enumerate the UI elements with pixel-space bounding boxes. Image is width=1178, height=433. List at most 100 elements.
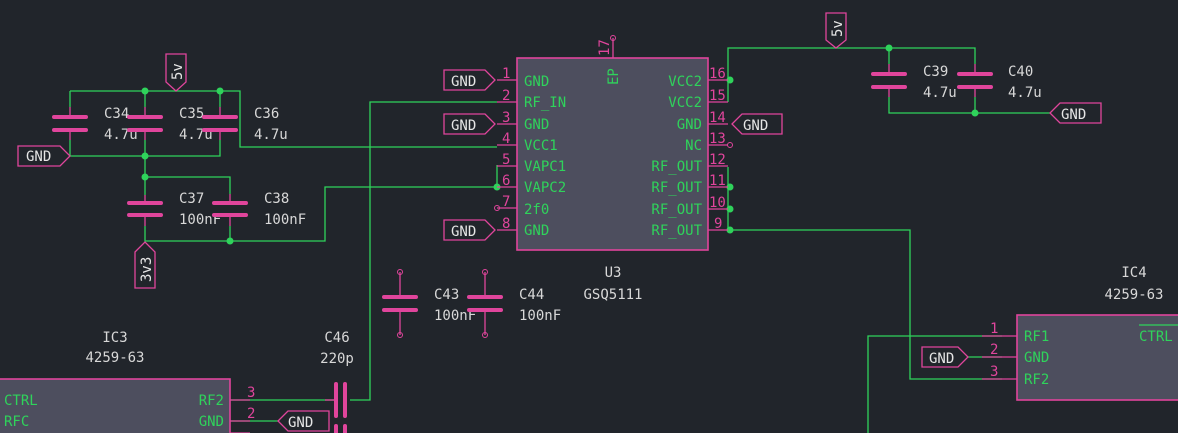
pin-number: 4 (502, 131, 510, 147)
pin-number: 11 (709, 173, 726, 189)
power-port-3v3[interactable]: 3v3 (134, 241, 156, 289)
pin-number: 3 (990, 364, 998, 380)
pin-name: NC (685, 138, 702, 154)
gnd-label: GND (26, 149, 51, 165)
pin-number: 9 (714, 216, 722, 232)
junctions (141, 44, 979, 245)
junction-dot (726, 76, 734, 84)
pin-number: 10 (709, 195, 726, 211)
gnd-port[interactable]: GND (1049, 102, 1102, 124)
c36-capacitor[interactable]: C36 4.7u (202, 106, 288, 143)
u3-symbol[interactable]: 1 2 3 4 5 6 7 8 GND RF_IN GND VCC1 VAPC1… (494, 35, 733, 304)
junction-dot (726, 226, 734, 234)
gnd-port[interactable]: GND (277, 410, 330, 432)
gnd-label: GND (743, 118, 768, 134)
pin-name: CTRL (4, 393, 38, 409)
c46-reference: C46 (324, 330, 349, 346)
pin-number: 12 (709, 152, 726, 168)
c39-value: 4.7u (923, 85, 957, 101)
c39-capacitor[interactable]: C39 4.7u (871, 64, 957, 101)
gnd-label: GND (1061, 107, 1086, 123)
c38-reference: C38 (264, 191, 289, 207)
pin-name: RF2 (1024, 372, 1049, 388)
pin-number: 5 (502, 152, 510, 168)
gnd-label: GND (929, 351, 954, 367)
pin-name: RF_OUT (651, 180, 702, 196)
pin-number: 15 (709, 88, 726, 104)
gnd-label: GND (451, 224, 476, 240)
pin-number: 3 (247, 385, 255, 401)
power-label: 5v (170, 63, 186, 80)
pin-number: 8 (502, 216, 510, 232)
junction-dot (726, 205, 734, 213)
pin-name: RF_OUT (651, 202, 702, 218)
junction-dot (226, 237, 234, 245)
pin-name: GND (1024, 350, 1049, 366)
pin-name: VCC2 (668, 95, 702, 111)
gnd-port[interactable]: GND (731, 113, 783, 135)
c44-value: 100nF (519, 308, 561, 324)
pin-name: VCC2 (668, 74, 702, 90)
c40-value: 4.7u (1008, 85, 1042, 101)
gnd-port[interactable]: GND (443, 219, 496, 241)
c34-capacitor[interactable]: C34 4.7u (52, 106, 138, 143)
c35-reference: C35 (179, 106, 204, 122)
gnd-port[interactable]: GND (921, 346, 969, 368)
gnd-port[interactable]: GND (443, 69, 496, 91)
c35-capacitor[interactable]: C35 4.7u (127, 106, 213, 143)
ic3-reference: IC3 (102, 330, 127, 346)
c40-reference: C40 (1008, 64, 1033, 80)
gnd-port[interactable]: GND (443, 113, 496, 135)
c37-capacitor[interactable]: C37 100nF (127, 191, 221, 228)
power-port-5v[interactable]: 5v (825, 12, 847, 49)
c36-value: 4.7u (254, 127, 288, 143)
pin-name: CTRL (1139, 329, 1173, 345)
c44-reference: C44 (519, 287, 544, 303)
pin-name: VAPC2 (524, 180, 566, 196)
junction-dot (726, 183, 734, 191)
pin-name: GND (524, 74, 549, 90)
pin-name: GND (199, 414, 224, 430)
pin-name: GND (524, 223, 549, 239)
c43-capacitor[interactable]: C43 100nF (382, 269, 476, 338)
ic4-reference: IC4 (1121, 265, 1146, 281)
pin-number: 13 (709, 131, 726, 147)
pin-number: 7 (502, 194, 510, 210)
c39-reference: C39 (923, 64, 948, 80)
ic4-symbol[interactable]: 1 2 3 RF1 GND RF2 CTRL IC4 4259-63 (982, 265, 1178, 401)
pin-name: RFC (4, 414, 29, 430)
gnd-port[interactable]: GND (17, 145, 71, 167)
pin-number: 16 (709, 66, 726, 82)
pin-number: 17 (597, 39, 613, 56)
pin-name: RF_OUT (651, 223, 702, 239)
pin-number: 3 (502, 110, 510, 126)
wires (69, 47, 1050, 433)
u3-value: GSQ5111 (583, 287, 642, 303)
junction-dot (216, 87, 224, 95)
pin-number: 2 (502, 88, 510, 104)
junction-dot (885, 44, 893, 52)
pin-number: 2 (990, 342, 998, 358)
junction-dot (141, 152, 149, 160)
c34-reference: C34 (104, 106, 129, 122)
ic3-symbol[interactable]: CTRL RFC RF2 GND 3 2 IC3 4259-63 (0, 330, 255, 433)
pin-open-marker (727, 142, 733, 148)
power-label: 3v3 (139, 257, 155, 282)
pin-name: RF2 (199, 393, 224, 409)
gnd-label: GND (288, 415, 313, 431)
c37-value: 100nF (179, 212, 221, 228)
c40-capacitor[interactable]: C40 4.7u (957, 64, 1042, 101)
pin-name: GND (677, 117, 702, 133)
c46-capacitor[interactable]: C46 220p (320, 330, 354, 433)
junction-dot (971, 109, 979, 117)
pin-name: EP (606, 68, 622, 85)
pin-name: 2f0 (524, 202, 549, 218)
power-label: 5v (830, 20, 846, 37)
c36-reference: C36 (254, 106, 279, 122)
pin-open-marker (610, 35, 616, 41)
c44-capacitor[interactable]: C44 100nF (467, 269, 561, 338)
power-port-5v[interactable]: 5v (165, 53, 187, 92)
c38-capacitor[interactable]: C38 100nF (212, 191, 306, 228)
pin-open-marker (494, 205, 500, 211)
